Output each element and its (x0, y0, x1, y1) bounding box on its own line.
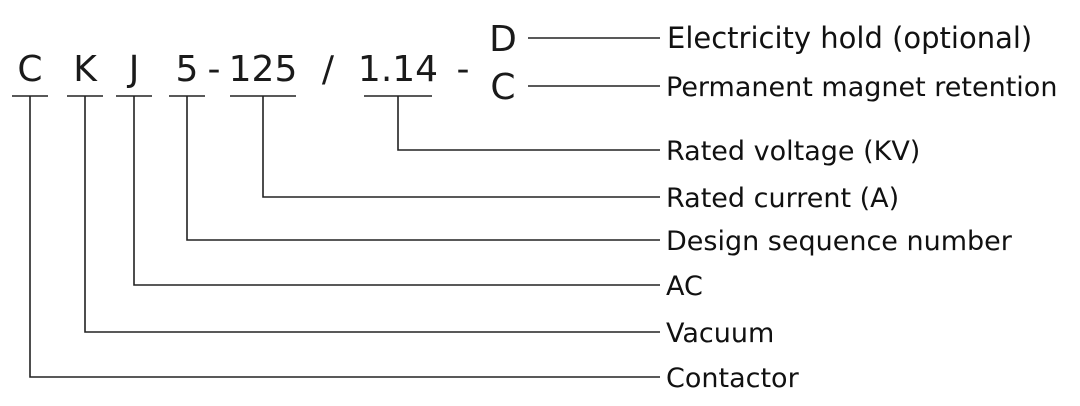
label-vacuum: Vacuum (666, 318, 774, 349)
code-dash-1: - (208, 49, 221, 90)
leader-rated-voltage (397, 96, 660, 151)
leader-contactor (29, 96, 660, 378)
leader-rated-current (262, 96, 660, 198)
code-option-c: C (490, 67, 515, 108)
code-slash: / (322, 49, 335, 90)
code-design-sequence: 5 (176, 49, 199, 90)
leader-ac (133, 96, 660, 286)
leader-vacuum (84, 96, 660, 333)
leader-design-sequence (186, 96, 660, 241)
label-rated-current: Rated current (A) (666, 183, 899, 214)
label-ac: AC (666, 271, 703, 302)
code-dash-2: - (457, 49, 470, 90)
code-rated-voltage: 1.14 (358, 49, 438, 90)
label-electricity-hold: Electricity hold (optional) (667, 21, 1032, 55)
label-rated-voltage: Rated voltage (KV) (666, 136, 920, 167)
code-rated-current: 125 (229, 49, 298, 90)
label-design-sequence: Design sequence number (666, 226, 1013, 257)
code-letter-k: K (73, 49, 98, 90)
label-contactor: Contactor (666, 363, 800, 394)
code-letter-c: C (17, 49, 42, 90)
code-option-d: D (489, 19, 517, 60)
label-permanent-magnet: Permanent magnet retention (666, 72, 1057, 103)
code-letter-j: J (127, 49, 140, 90)
